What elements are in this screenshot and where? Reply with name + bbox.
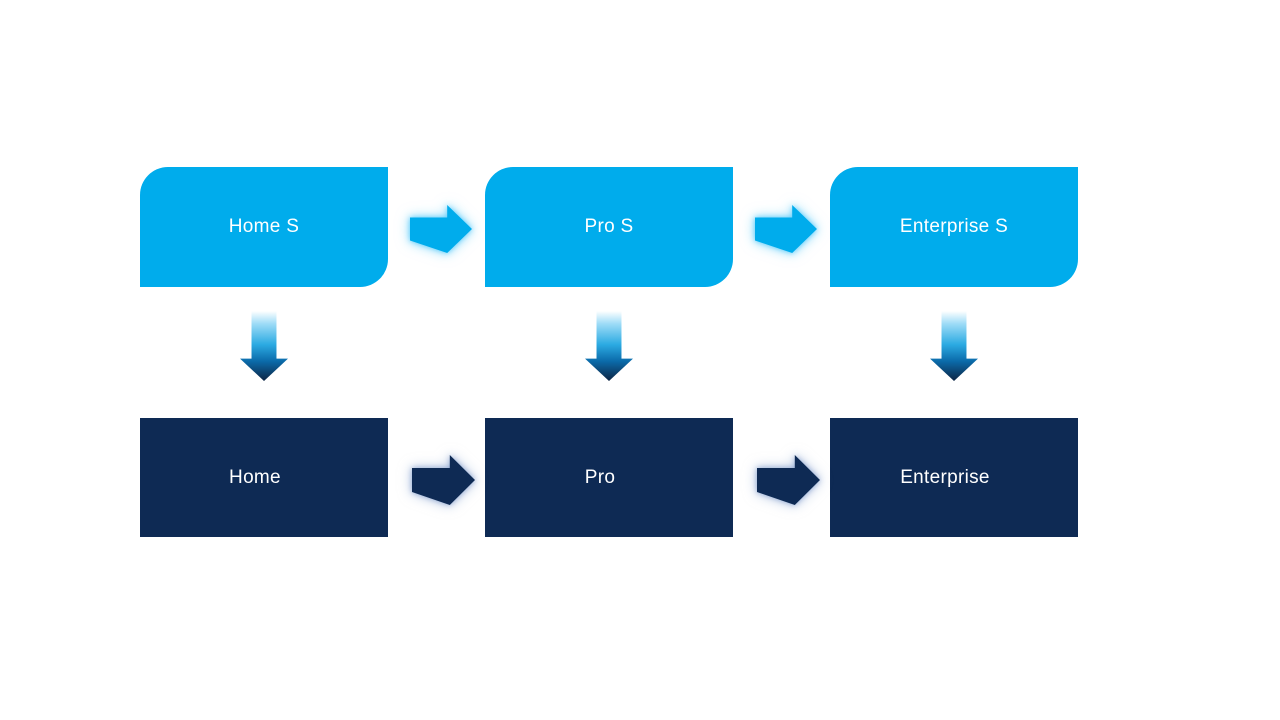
node-label: Home bbox=[229, 466, 281, 488]
node-label: Enterprise S bbox=[899, 216, 1009, 237]
right-arrow-shape bbox=[757, 455, 820, 505]
right-arrow-icon bbox=[755, 205, 817, 253]
node-enterprise-s: Enterprise S bbox=[830, 167, 1078, 287]
down-arrow-shape bbox=[240, 311, 288, 381]
node-label: Pro bbox=[584, 466, 616, 488]
right-arrow-shape bbox=[410, 205, 472, 253]
node-label: Enterprise bbox=[900, 466, 990, 488]
node-pro-s: Pro S bbox=[485, 167, 733, 287]
down-arrow-icon bbox=[585, 311, 633, 381]
right-arrow-icon bbox=[412, 455, 475, 505]
down-arrow-icon bbox=[930, 311, 978, 381]
node-label: Pro S bbox=[584, 216, 634, 237]
right-arrow-shape bbox=[755, 205, 817, 253]
right-arrow-icon bbox=[410, 205, 472, 253]
node-home: Home bbox=[140, 418, 388, 537]
down-arrow-icon bbox=[240, 311, 288, 381]
node-home-s: Home S bbox=[140, 167, 388, 287]
right-arrow-shape bbox=[412, 455, 475, 505]
node-label: Home S bbox=[228, 216, 300, 237]
node-pro: Pro bbox=[485, 418, 733, 537]
down-arrow-shape bbox=[585, 311, 633, 381]
node-enterprise: Enterprise bbox=[830, 418, 1078, 537]
right-arrow-icon bbox=[757, 455, 820, 505]
down-arrow-shape bbox=[930, 311, 978, 381]
